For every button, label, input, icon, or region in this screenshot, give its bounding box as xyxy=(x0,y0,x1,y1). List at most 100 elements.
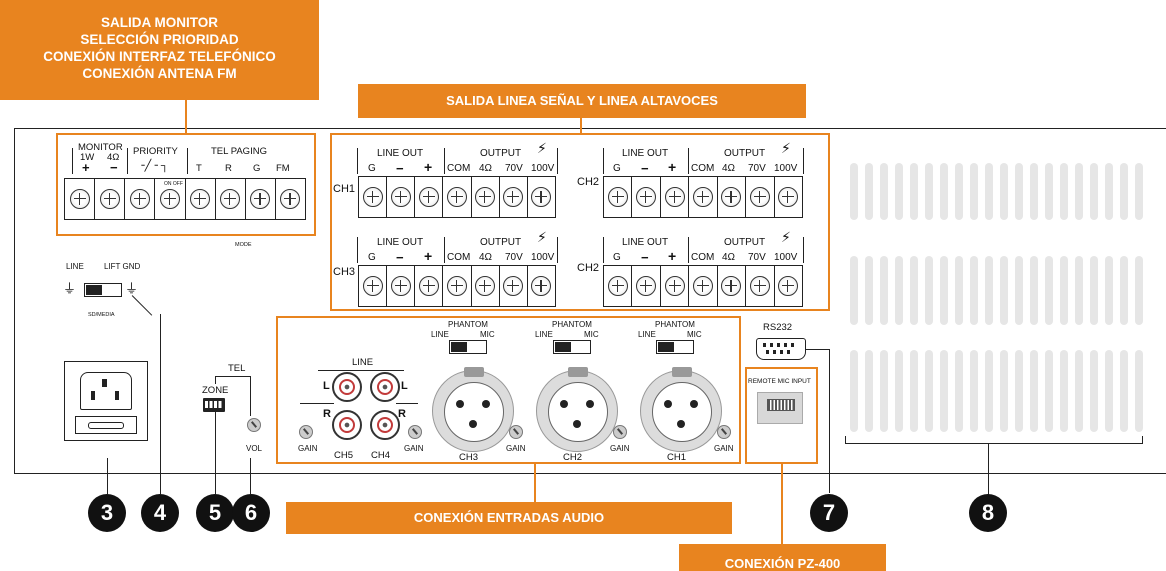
device-rear-panel xyxy=(14,128,1166,474)
ch2-phantom-switch[interactable] xyxy=(553,340,591,354)
tel-vol-knob[interactable] xyxy=(247,418,261,432)
terminal[interactable] xyxy=(528,177,555,217)
rca-ch5-l-jack[interactable] xyxy=(332,372,362,402)
region-monitor-block xyxy=(56,133,316,236)
terminal[interactable] xyxy=(718,177,747,217)
terminal[interactable] xyxy=(387,177,416,217)
fuse-holder[interactable] xyxy=(75,416,137,434)
terminal[interactable] xyxy=(216,179,246,219)
gain-label: GAIN xyxy=(506,444,526,453)
terminal[interactable] xyxy=(775,177,802,217)
terminal[interactable] xyxy=(775,266,802,306)
terminal[interactable] xyxy=(443,266,472,306)
ch1-gain-knob[interactable] xyxy=(717,425,731,439)
line-out-label: LINE OUT xyxy=(622,237,669,248)
ch5-gain-knob[interactable] xyxy=(299,425,313,439)
terminal[interactable] xyxy=(632,177,661,217)
callout-line-4: CONEXIÓN ANTENA FM xyxy=(82,66,237,81)
vent-slot xyxy=(1045,350,1053,432)
terminal-block-monitor[interactable] xyxy=(64,178,306,220)
terminal[interactable] xyxy=(155,179,186,219)
xlr-pin xyxy=(690,400,698,408)
vent-slot xyxy=(1075,163,1083,220)
power-inlet[interactable] xyxy=(64,361,148,441)
terminal[interactable] xyxy=(443,177,472,217)
ground-lift-switch[interactable] xyxy=(84,283,122,297)
terminal[interactable] xyxy=(746,266,775,306)
vent-slot xyxy=(880,256,888,325)
terminal[interactable] xyxy=(500,177,528,217)
terminal[interactable] xyxy=(689,266,718,306)
screw-icon xyxy=(503,187,524,207)
vent-slot xyxy=(895,350,903,432)
terminal[interactable] xyxy=(604,177,633,217)
terminal-block-ch2-bottom[interactable] xyxy=(603,265,803,307)
ch1-phantom-switch[interactable] xyxy=(656,340,694,354)
terminal[interactable] xyxy=(661,177,690,217)
rca-ch4-l-jack[interactable] xyxy=(370,372,400,402)
divider xyxy=(557,148,559,174)
divider xyxy=(603,237,605,263)
monitor-1w-label: 1W xyxy=(80,152,95,163)
terminal[interactable] xyxy=(246,179,276,219)
terminal[interactable] xyxy=(276,179,305,219)
terminal[interactable] xyxy=(604,266,633,306)
terminal[interactable] xyxy=(718,266,747,306)
terminal[interactable] xyxy=(359,177,388,217)
callout-line-1: SALIDA MONITOR xyxy=(101,15,218,30)
lightning-icon: ⚡︎ xyxy=(781,229,791,245)
vent-slot xyxy=(1060,256,1068,325)
vent-slot xyxy=(1075,350,1083,432)
ch1-xlr-jack[interactable] xyxy=(640,367,722,452)
terminal-block-ch2-top[interactable] xyxy=(603,176,803,218)
remote-mic-rj45-port[interactable] xyxy=(757,392,803,424)
terminal[interactable] xyxy=(387,266,416,306)
terminal[interactable] xyxy=(95,179,126,219)
ch3-gain-knob[interactable] xyxy=(509,425,523,439)
terminal-block-ch1[interactable] xyxy=(358,176,556,218)
ch3-xlr-jack[interactable] xyxy=(432,367,514,452)
70v-label: 70V xyxy=(505,163,523,174)
rca-ch5-r-jack[interactable] xyxy=(332,410,362,440)
divider xyxy=(688,148,690,174)
terminal[interactable] xyxy=(415,177,444,217)
com-label: COM xyxy=(691,163,715,174)
screw-icon xyxy=(531,187,552,207)
terminal[interactable] xyxy=(472,177,500,217)
terminal[interactable] xyxy=(689,177,718,217)
vent-slot xyxy=(940,256,948,325)
ch4-gain-knob[interactable] xyxy=(408,425,422,439)
screw-icon xyxy=(446,276,467,296)
terminal[interactable] xyxy=(661,266,690,306)
tel-g-label: G xyxy=(253,163,261,174)
leader-line xyxy=(185,100,187,133)
vent-slot xyxy=(1015,350,1023,432)
ch3-phantom-switch[interactable] xyxy=(449,340,487,354)
minus-label: − xyxy=(641,161,649,176)
mic-switch-label: MIC xyxy=(687,330,702,339)
terminal[interactable] xyxy=(472,266,500,306)
leader-line xyxy=(250,458,252,494)
terminal[interactable] xyxy=(415,266,444,306)
rca-ch4-r-jack[interactable] xyxy=(370,410,400,440)
zone-dip-switch[interactable] xyxy=(203,398,225,412)
rs232-port[interactable] xyxy=(756,338,806,360)
terminal[interactable] xyxy=(65,179,96,219)
terminal[interactable] xyxy=(359,266,388,306)
screw-icon xyxy=(280,189,301,209)
screw-icon xyxy=(664,187,685,207)
ch2-gain-knob[interactable] xyxy=(613,425,627,439)
com-label: COM xyxy=(447,163,471,174)
terminal[interactable] xyxy=(528,266,555,306)
terminal-block-ch3[interactable] xyxy=(358,265,556,307)
screw-icon xyxy=(607,187,628,207)
terminal[interactable] xyxy=(186,179,216,219)
terminal[interactable] xyxy=(632,266,661,306)
ch2-xlr-jack[interactable] xyxy=(536,367,618,452)
terminal[interactable] xyxy=(125,179,156,219)
tel-t-label: T xyxy=(196,163,202,174)
xlr-latch xyxy=(464,367,484,377)
vent-slot xyxy=(985,350,993,432)
terminal[interactable] xyxy=(746,177,775,217)
terminal[interactable] xyxy=(500,266,528,306)
